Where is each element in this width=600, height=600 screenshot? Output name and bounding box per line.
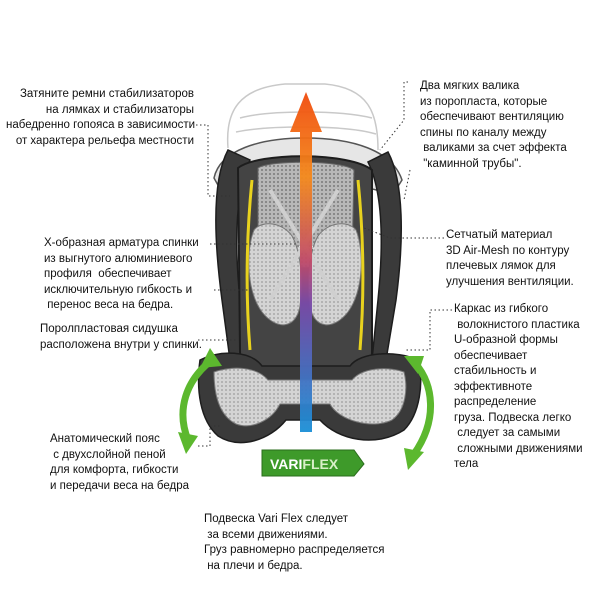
callout-chimney: Два мягких валика из поропласта, которые… — [420, 80, 567, 170]
logo-vari: VARI — [270, 456, 302, 472]
left-flex-arrow — [178, 348, 222, 454]
leader-lines — [196, 81, 452, 447]
left-frame-rail — [245, 179, 254, 351]
callout-stabilizers: Затяните ремни стабилизаторов на лямках … — [6, 88, 196, 147]
callout-x-frame: Х-образная арматура спинки из выгнутого … — [44, 237, 199, 311]
callout-seat-pad: Поролпластовая сидушка расположена внутр… — [40, 323, 202, 351]
logo-flex: FLEX — [302, 456, 338, 472]
variflex-logo: VARIFLEX — [261, 449, 365, 477]
right-frame-rail — [356, 179, 365, 351]
left-foam-ridge — [248, 223, 303, 326]
callout-air-mesh: Сетчатый материал 3D Air-Mesh по контуру… — [446, 229, 574, 288]
callout-bottom: Подвеска Vari Flex следует за всеми движ… — [204, 513, 385, 572]
svg-text:VARIFLEX: VARIFLEX — [270, 456, 339, 472]
callout-u-frame: Каркас из гибкого волокнистого пластика … — [454, 303, 583, 470]
ventilation-arrow — [290, 92, 322, 432]
right-flex-arrow — [404, 356, 434, 470]
callout-hip-belt: Анатомический пояс с двухслойной пеной д… — [50, 433, 190, 492]
